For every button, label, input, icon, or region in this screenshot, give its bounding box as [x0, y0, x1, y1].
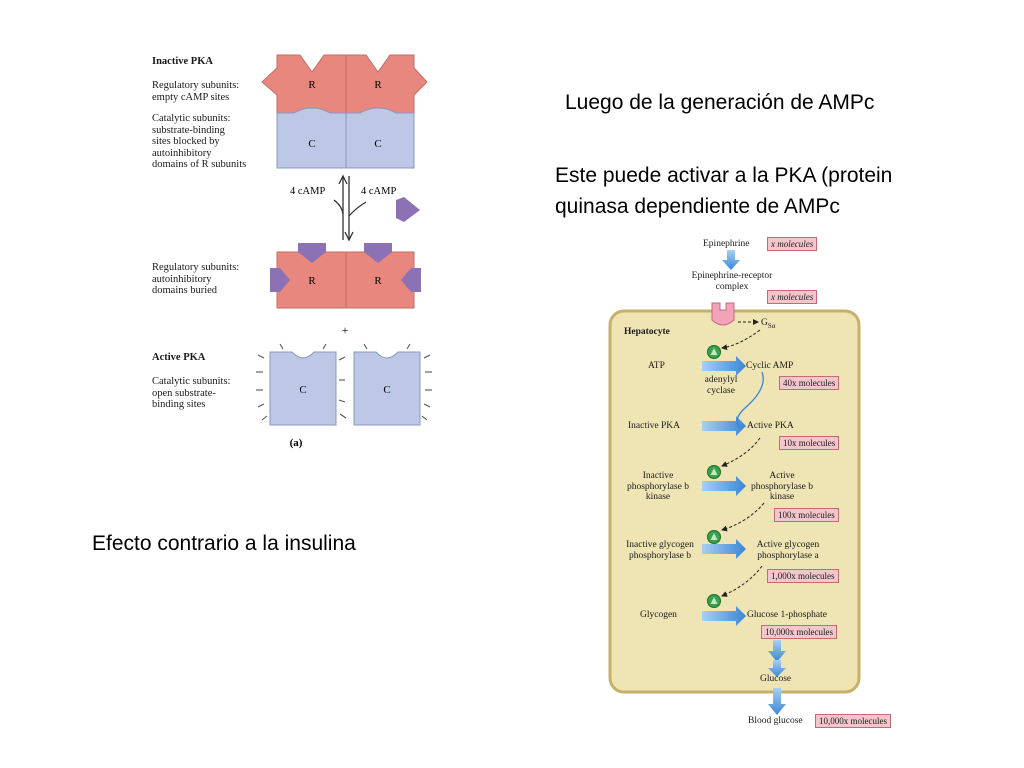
amount-box: 100x molecules — [774, 508, 839, 522]
activity-rays — [256, 343, 432, 421]
inactive-glycogen-phosphorylase-label: Inactive glycogen phosphorylase b — [626, 540, 694, 561]
active-glycogen-phosphorylase-label: Active glycogen phosphorylase a — [756, 540, 820, 561]
active-pka-title: Active PKA — [152, 352, 206, 363]
inactive-pka-title: Inactive PKA — [152, 56, 213, 67]
equilibrium-arrows — [333, 174, 367, 242]
glucose-arrow — [768, 640, 786, 662]
active-phosphorylase-kinase-label: Active phosphorylase b kinase — [750, 471, 813, 502]
camp-molecule-icon — [396, 197, 420, 222]
c-subunit-label: C — [299, 384, 306, 396]
amount-box: x molecules — [767, 290, 818, 304]
amount-box: x molecules — [767, 237, 818, 251]
amount-box: 10x molecules — [779, 436, 840, 450]
slide-text-pka-activation-line2: quinasa dependiente de AMPc — [555, 195, 840, 218]
inactive-phosphorylase-kinase-label: Inactive phosphorylase b kinase — [626, 471, 689, 502]
enzyme-icon — [707, 345, 721, 359]
camp-label-left: 4 cAMP — [290, 186, 325, 197]
epinephrine-arrow — [722, 250, 740, 270]
receptor-icon — [711, 302, 735, 326]
g-protein-label: GSα — [761, 318, 776, 330]
glycogen-label: Glycogen — [640, 610, 677, 620]
glucose-arrow — [768, 660, 786, 677]
active-catalytic-subunits — [269, 351, 421, 426]
c-subunit-label: C — [374, 138, 381, 150]
r-subunit-label: R — [308, 275, 316, 287]
slide-text-camp-generation: Luego de la generación de AMPc — [565, 91, 875, 114]
plus-sign: + — [342, 323, 349, 337]
cyclic-amp-label: Cyclic AMP — [746, 361, 794, 371]
amount-box: 10,000x molecules — [761, 625, 837, 639]
regulatory-subunits-bound — [270, 243, 421, 309]
blood-glucose-label: Blood glucose — [748, 716, 803, 726]
adenylyl-cyclase-label: adenylyl cyclase — [704, 375, 738, 396]
camp-label-right: 4 cAMP — [361, 186, 396, 197]
amount-box: 1,000x molecules — [767, 569, 839, 583]
atp-label: ATP — [648, 361, 665, 371]
enzyme-icon — [707, 594, 721, 608]
regulatory-buried-label: Regulatory subunits: autoinhibitory doma… — [152, 262, 240, 296]
enzyme-icon — [707, 530, 721, 544]
receptor-complex-label: Epinephrine-receptor complex — [691, 271, 773, 292]
c-subunit-label: C — [383, 384, 390, 396]
catalytic-blocked-label: Catalytic subunits: substrate-binding si… — [152, 113, 247, 170]
amount-box: 10,000x molecules — [815, 714, 891, 728]
c-subunit-label: C — [308, 138, 315, 150]
active-pka-label: Active PKA — [747, 421, 794, 431]
inactive-catalytic-subunits — [276, 107, 415, 169]
blood-glucose-arrow — [768, 688, 786, 715]
r-subunit-label: R — [308, 79, 316, 91]
inactive-pka-label: Inactive PKA — [628, 421, 680, 431]
epinephrine-label: Epinephrine — [703, 239, 750, 249]
slide-text-pka-activation-line1: Este puede activar a la PKA (protein — [555, 164, 893, 187]
glucose-label: Glucose — [760, 674, 792, 684]
reaction-arrows — [702, 356, 746, 626]
panel-label: (a) — [290, 437, 303, 449]
glucose-1-phosphate-label: Glucose 1-phosphate — [747, 610, 827, 620]
r-subunit-label: R — [374, 79, 382, 91]
r-subunit-label: R — [374, 275, 382, 287]
catalytic-open-label: Catalytic subunits: open substrate- bind… — [152, 376, 231, 410]
regulatory-empty-label: Regulatory subunits: empty cAMP sites — [152, 80, 240, 103]
slide-text-insulin-effect: Efecto contrario a la insulina — [92, 532, 356, 555]
amount-box: 40x molecules — [779, 376, 840, 390]
enzyme-icon — [707, 465, 721, 479]
activation-dashed-arrows — [721, 437, 765, 597]
hepatocyte-label: Hepatocyte — [624, 327, 670, 337]
